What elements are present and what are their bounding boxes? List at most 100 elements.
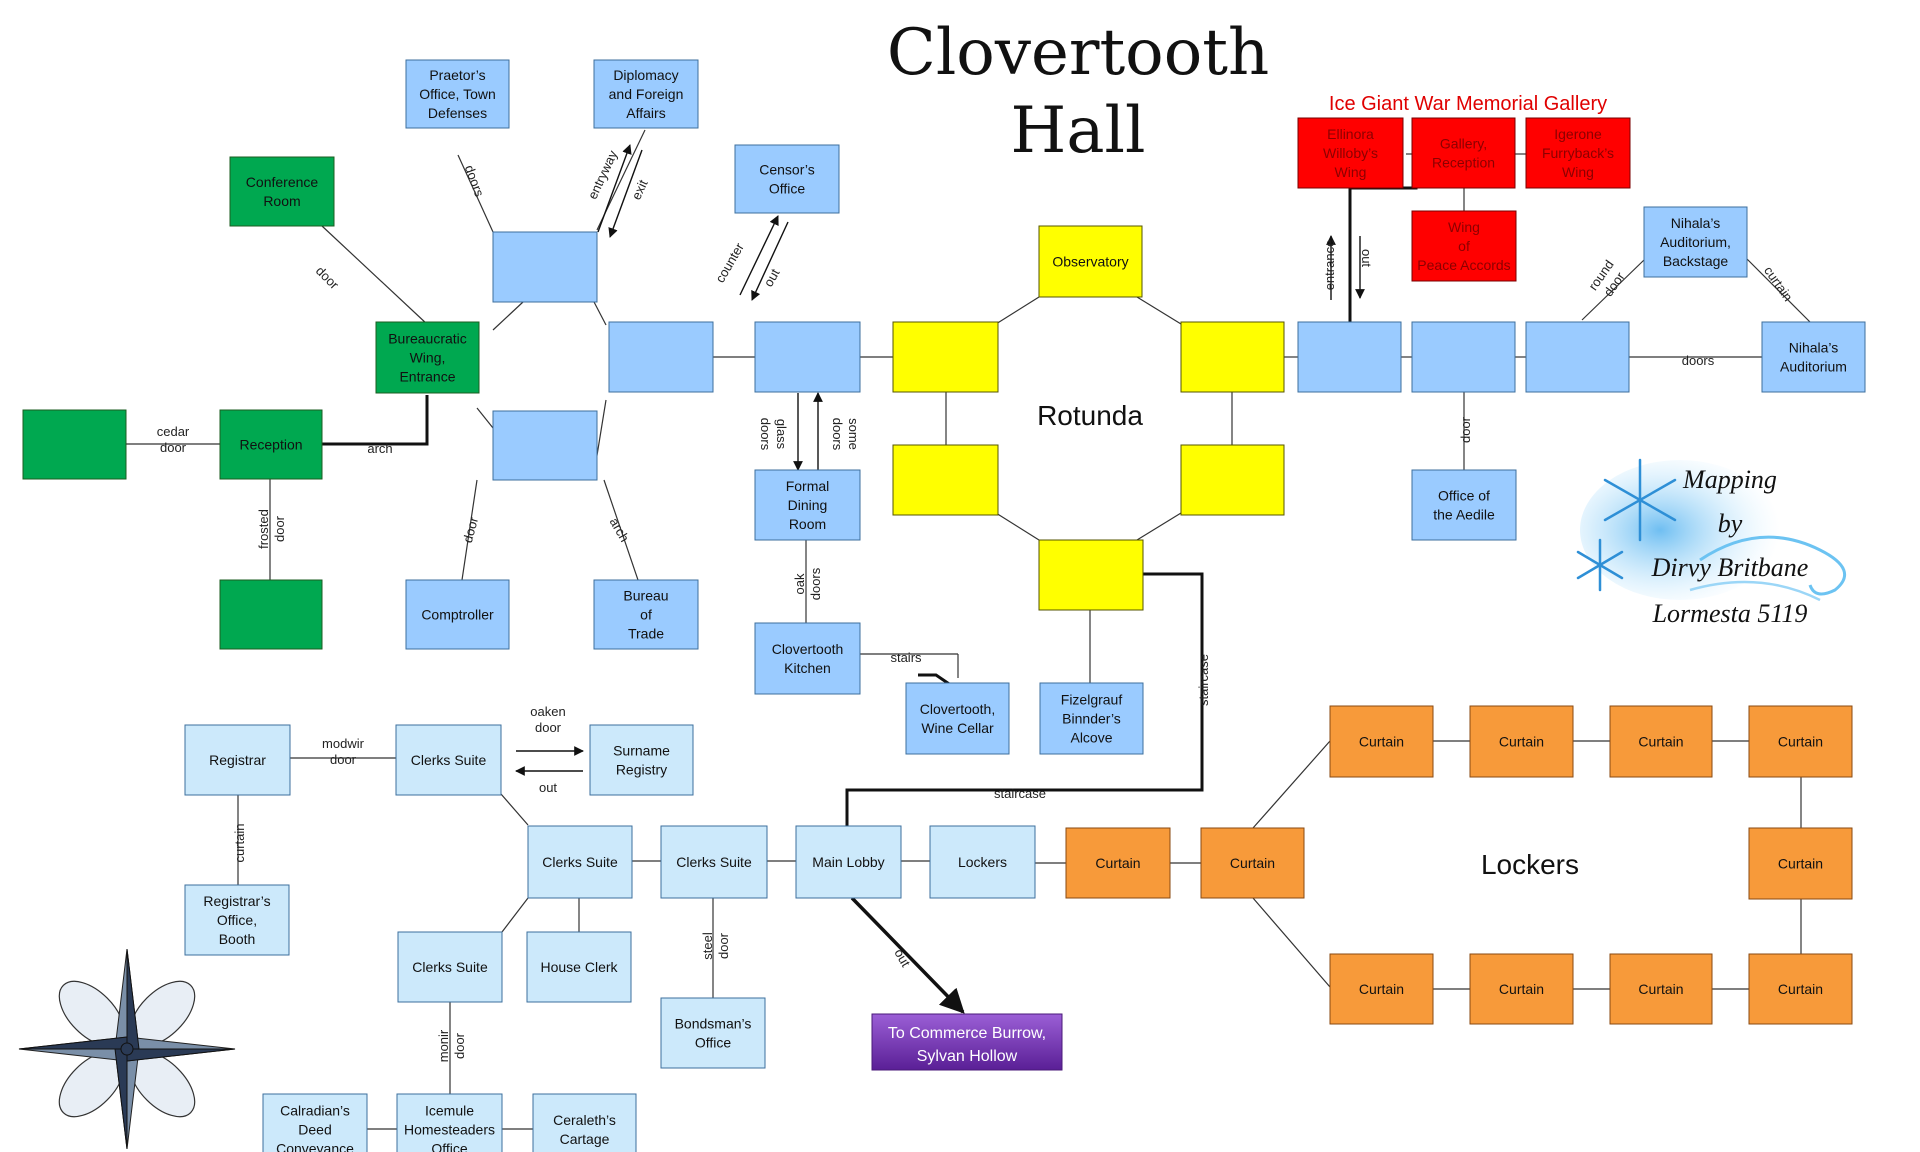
room-label: Office — [769, 181, 806, 197]
room-green-unnamed-bottom[interactable] — [219, 579, 323, 650]
room-label: Willoby’s — [1323, 145, 1378, 161]
room-box — [1297, 321, 1402, 393]
room-label: Wing — [1335, 164, 1367, 180]
room-curtain-top-2[interactable]: Curtain — [1469, 705, 1574, 778]
room-label: Curtain — [1638, 981, 1683, 997]
room-main-lobby[interactable]: Main Lobby — [795, 825, 902, 899]
room-box — [1039, 682, 1144, 755]
passage-label-door-conference: door — [313, 263, 342, 292]
room-rot-br[interactable] — [1180, 444, 1285, 516]
passage-label-text: entrance — [1322, 240, 1337, 291]
room-green-unnamed-left[interactable] — [22, 409, 127, 480]
room-comptroller[interactable]: Comptroller — [405, 579, 510, 650]
room-box — [660, 825, 768, 899]
room-clerks-suite-4[interactable]: Clerks Suite — [397, 931, 503, 1003]
room-rot-bottom[interactable] — [1038, 539, 1144, 611]
room-curtain-bot-1[interactable]: Curtain — [1329, 953, 1434, 1025]
room-wine-cellar[interactable]: Clovertooth,Wine Cellar — [905, 682, 1010, 755]
room-box — [1525, 117, 1631, 189]
room-rot-tl[interactable] — [892, 321, 999, 393]
room-rot-tr[interactable] — [1180, 321, 1285, 393]
passage-label-text: door — [452, 1032, 467, 1059]
room-curtain-b[interactable]: Curtain — [1200, 827, 1305, 899]
room-curtain-bot-3[interactable]: Curtain — [1609, 953, 1713, 1025]
room-label: Entrance — [399, 369, 455, 385]
passage-label-text: oak — [792, 573, 807, 594]
room-curtain-top-1[interactable]: Curtain — [1329, 705, 1434, 778]
room-label: Wine Cellar — [921, 720, 994, 736]
room-box — [405, 59, 510, 129]
room-east-3[interactable] — [1525, 321, 1630, 393]
room-east-2[interactable] — [1411, 321, 1516, 393]
room-oct-top[interactable] — [492, 231, 598, 303]
room-rot-bl[interactable] — [892, 444, 999, 516]
exit-arrow — [850, 896, 965, 1014]
room-box — [593, 59, 699, 129]
room-label: Reception — [239, 437, 302, 453]
room-lockers-room[interactable]: Lockers — [929, 825, 1036, 899]
room-clerks-suite-1[interactable]: Clerks Suite — [395, 724, 502, 796]
room-label: Observatory — [1052, 254, 1128, 270]
room-box — [397, 931, 503, 1003]
room-curtain-top-4[interactable]: Curtain — [1748, 705, 1853, 778]
room-house-clerk[interactable]: House Clerk — [526, 931, 632, 1003]
room-registrar[interactable]: Registrar — [184, 724, 291, 796]
room-observatory[interactable]: Observatory — [1038, 225, 1143, 298]
room-curtain-bot-4[interactable]: Curtain — [1748, 953, 1853, 1025]
room-label: Formal — [786, 478, 830, 494]
passage-label-text: curtain — [232, 823, 247, 862]
room-oct-bottom[interactable] — [492, 410, 598, 481]
room-box — [1411, 210, 1517, 282]
passage-label-text: door — [716, 932, 731, 959]
room-label: Defenses — [428, 105, 487, 121]
exit-box[interactable]: To Commerce Burrow, Sylvan Hollow — [871, 1013, 1063, 1071]
room-curtain-top-3[interactable]: Curtain — [1609, 705, 1713, 778]
room-clerks-suite-3[interactable]: Clerks Suite — [660, 825, 768, 899]
room-label: Main Lobby — [812, 854, 884, 870]
room-east-1[interactable] — [1297, 321, 1402, 393]
room-box — [1469, 705, 1574, 778]
room-label: Reception — [1432, 155, 1495, 171]
room-clerks-suite-2[interactable]: Clerks Suite — [527, 825, 633, 899]
room-curtain-a[interactable]: Curtain — [1065, 827, 1171, 899]
room-label: Ceraleth’s — [553, 1112, 616, 1128]
room-reception[interactable]: Reception — [219, 409, 323, 480]
room-curtain-bot-2[interactable]: Curtain — [1469, 953, 1574, 1025]
room-label: Wing, — [410, 350, 446, 366]
room-label: Auditorium, — [1660, 234, 1731, 250]
passage-label-text: staircase — [1196, 654, 1211, 706]
room-box — [892, 321, 999, 393]
room-curtain-mid-right[interactable]: Curtain — [1748, 827, 1853, 900]
passage-label-out-surname: out — [539, 780, 557, 795]
passage-label-text: out — [891, 946, 913, 969]
passage-label-out-censor: out — [761, 266, 783, 289]
room-corridor-mid[interactable] — [754, 321, 861, 393]
room-label: Office of — [1438, 488, 1490, 504]
room-oct-right[interactable] — [608, 321, 714, 393]
room-box — [1038, 225, 1143, 298]
passage-label-exit-diplomacy: exit — [628, 177, 650, 202]
room-box — [395, 724, 502, 796]
room-gallery-reception[interactable]: Gallery,Reception — [1411, 117, 1516, 189]
